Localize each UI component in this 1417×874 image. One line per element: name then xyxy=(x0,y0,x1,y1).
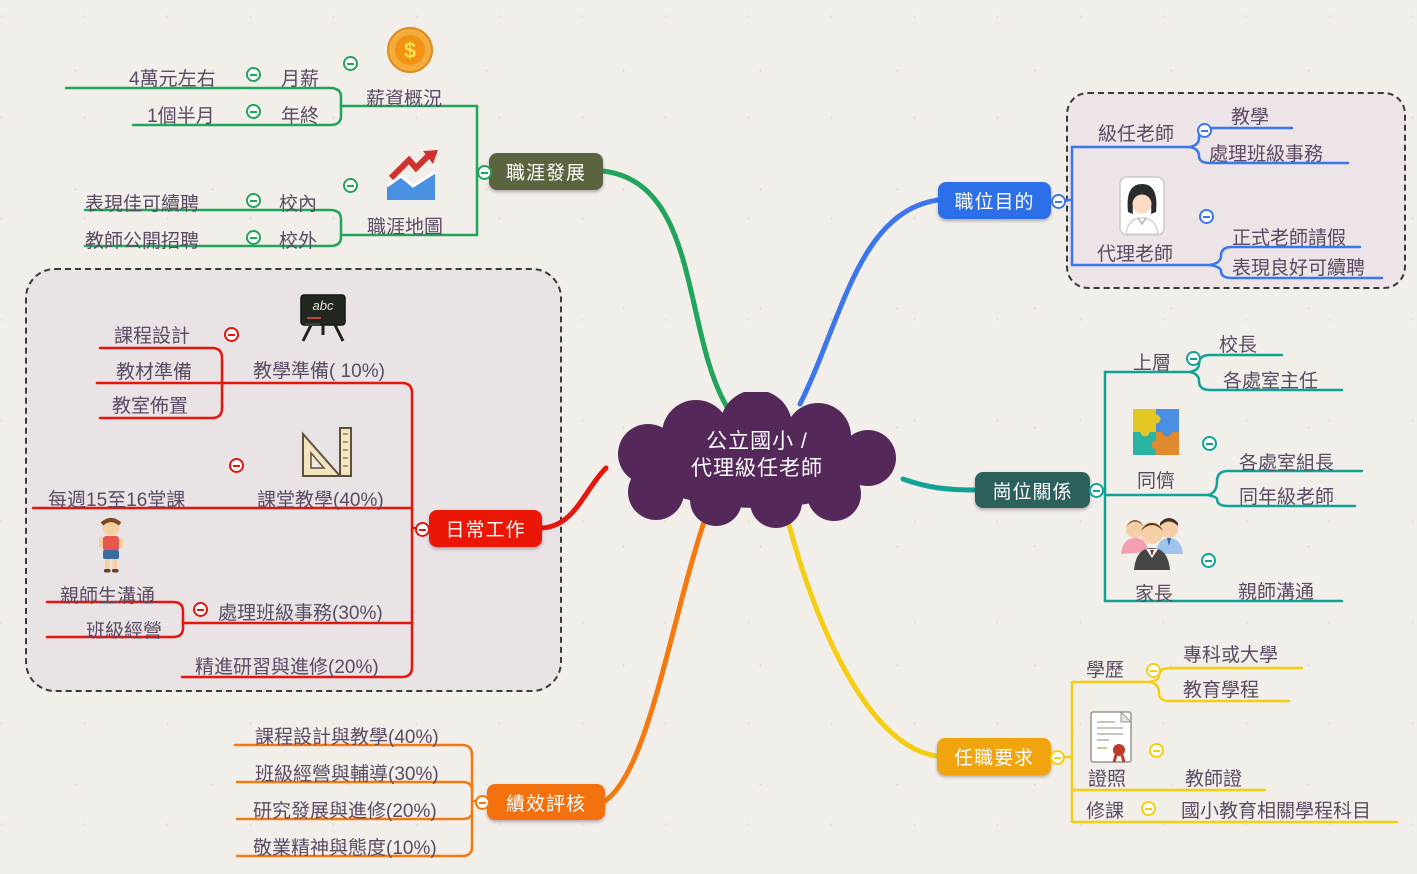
topic-year-end-bonus[interactable]: 年終 xyxy=(281,106,320,127)
topic-performance-review[interactable]: 績效評核 xyxy=(487,784,605,820)
topic-peers[interactable]: 同儕 xyxy=(1137,471,1176,492)
collapse-button[interactable] xyxy=(246,230,261,245)
central-topic-line2: 代理級任老師 xyxy=(691,457,823,480)
collapse-button[interactable] xyxy=(193,602,208,617)
topic-career-map[interactable]: 職涯地圖 xyxy=(367,217,444,238)
topic-daily-work[interactable]: 日常工作 xyxy=(429,510,542,547)
relations-branch-lines xyxy=(900,353,1364,603)
collapse-button[interactable] xyxy=(1202,436,1217,451)
puzzle-icon xyxy=(1133,409,1179,455)
collapse-button[interactable] xyxy=(1051,194,1066,209)
set-square-icon xyxy=(302,427,352,477)
topic-material-prep[interactable]: 教材準備 xyxy=(116,362,193,383)
topic-parents[interactable]: 家長 xyxy=(1135,584,1174,605)
topic-career-development[interactable]: 職涯發展 xyxy=(489,153,603,190)
requirements-branch-lines xyxy=(786,522,1399,824)
topic-elementary-edu-courses[interactable]: 國小教育相關學程科目 xyxy=(1181,801,1372,822)
topic-perf-item-1[interactable]: 課程設計與教學(40%) xyxy=(255,727,439,748)
topic-external-value[interactable]: 教師公開招聘 xyxy=(85,231,200,252)
collapse-button[interactable] xyxy=(1197,123,1212,138)
topic-salary-overview[interactable]: 薪資概況 xyxy=(366,89,443,110)
topic-position-relations[interactable]: 崗位關係 xyxy=(975,472,1090,508)
dollar-coin-icon: $ xyxy=(387,27,433,73)
topic-parent-teacher-comm[interactable]: 親師溝通 xyxy=(1238,582,1315,603)
growth-chart-icon xyxy=(386,150,438,200)
topic-license[interactable]: 證照 xyxy=(1088,769,1127,790)
topic-education[interactable]: 學歷 xyxy=(1086,660,1125,681)
topic-monthly-salary[interactable]: 月薪 xyxy=(281,69,320,90)
collapse-button[interactable] xyxy=(1146,663,1161,678)
topic-upper-level[interactable]: 上層 xyxy=(1133,353,1172,374)
collapse-button[interactable] xyxy=(343,178,358,193)
topic-education-program[interactable]: 教育學程 xyxy=(1183,680,1260,701)
topic-year-end-bonus-value[interactable]: 1個半月 xyxy=(147,106,215,127)
collapse-button[interactable] xyxy=(246,104,261,119)
collapse-button[interactable] xyxy=(1199,209,1214,224)
topic-class-affairs[interactable]: 處理班級事務(30%) xyxy=(218,603,383,624)
topic-perf-item-2[interactable]: 班級經營與輔導(30%) xyxy=(255,764,439,785)
topic-internal[interactable]: 校內 xyxy=(279,194,318,215)
collapse-button[interactable] xyxy=(415,522,430,537)
topic-teaching-prep[interactable]: 教學準備( 10%) xyxy=(253,361,385,382)
collapse-button[interactable] xyxy=(1149,743,1164,758)
central-topic-line1: 公立國小 / xyxy=(706,430,808,453)
collapse-button[interactable] xyxy=(229,458,244,473)
topic-monthly-salary-value[interactable]: 4萬元左右 xyxy=(129,69,216,90)
blackboard-icon: abc xyxy=(300,294,346,342)
topic-advanced-study[interactable]: 精進研習與進修(20%) xyxy=(195,657,379,678)
collapse-button[interactable] xyxy=(1050,750,1065,765)
topic-office-directors[interactable]: 各處室主任 xyxy=(1223,371,1319,392)
central-topic-title[interactable]: 公立國小 / 代理級任老師 xyxy=(617,428,897,482)
abc-glyph: abc xyxy=(313,298,334,313)
collapse-button[interactable] xyxy=(475,795,490,810)
topic-course-design[interactable]: 課程設計 xyxy=(114,326,191,347)
topic-college-or-university[interactable]: 專科或大學 xyxy=(1183,645,1279,666)
topic-handle-class-affairs[interactable]: 處理班級事務 xyxy=(1209,144,1324,165)
topic-teaching[interactable]: 教學 xyxy=(1231,107,1270,128)
topic-same-grade-teachers[interactable]: 同年級老師 xyxy=(1239,487,1335,508)
topic-perf-item-4[interactable]: 敬業精神與態度(10%) xyxy=(253,838,437,859)
topic-position-purpose[interactable]: 職位目的 xyxy=(938,182,1051,219)
female-teacher-icon xyxy=(1119,176,1165,236)
collapse-button[interactable] xyxy=(246,67,261,82)
topic-coursework[interactable]: 修課 xyxy=(1086,801,1125,822)
daily-branch-lines xyxy=(31,346,609,679)
central-topic-cloud[interactable] xyxy=(596,392,918,532)
parents-group-icon xyxy=(1121,518,1183,570)
topic-renewable-good-performance[interactable]: 表現良好可續聘 xyxy=(1232,258,1366,279)
topic-external[interactable]: 校外 xyxy=(279,231,318,252)
topic-weekly-classes[interactable]: 每週15至16堂課 xyxy=(48,490,186,511)
collapse-button[interactable] xyxy=(1201,553,1216,568)
boy-icon xyxy=(99,518,123,573)
topic-classroom-teaching[interactable]: 課堂教學(40%) xyxy=(257,490,384,511)
topic-parent-teacher-student-comm[interactable]: 親師生溝通 xyxy=(60,586,156,607)
topic-class-management[interactable]: 班級經營 xyxy=(86,621,163,642)
certificate-icon xyxy=(1090,710,1133,763)
daily-work-boundary xyxy=(25,268,562,692)
topic-internal-value[interactable]: 表現佳可續聘 xyxy=(85,194,200,215)
career-branch-lines xyxy=(64,86,730,410)
topic-teacher-on-leave[interactable]: 正式老師請假 xyxy=(1232,228,1347,249)
performance-branch-lines xyxy=(233,519,707,858)
topic-classroom-setup[interactable]: 教室佈置 xyxy=(112,396,189,417)
collapse-button[interactable] xyxy=(1089,483,1104,498)
topic-principal[interactable]: 校長 xyxy=(1219,335,1258,356)
topic-perf-item-3[interactable]: 研究發展與進修(20%) xyxy=(253,801,437,822)
collapse-button[interactable] xyxy=(1141,801,1156,816)
topic-job-requirements[interactable]: 任職要求 xyxy=(937,738,1051,775)
topic-section-chiefs[interactable]: 各處室組長 xyxy=(1239,453,1335,474)
topic-substitute-teacher[interactable]: 代理老師 xyxy=(1097,244,1174,265)
collapse-button[interactable] xyxy=(343,56,358,71)
dollar-glyph: $ xyxy=(404,38,416,63)
topic-teacher-certificate[interactable]: 教師證 xyxy=(1185,769,1243,790)
collapse-button[interactable] xyxy=(246,193,261,208)
collapse-button[interactable] xyxy=(224,327,239,342)
topic-homeroom-teacher[interactable]: 級任老師 xyxy=(1098,124,1175,145)
collapse-button[interactable] xyxy=(1186,351,1201,366)
collapse-button[interactable] xyxy=(477,165,492,180)
